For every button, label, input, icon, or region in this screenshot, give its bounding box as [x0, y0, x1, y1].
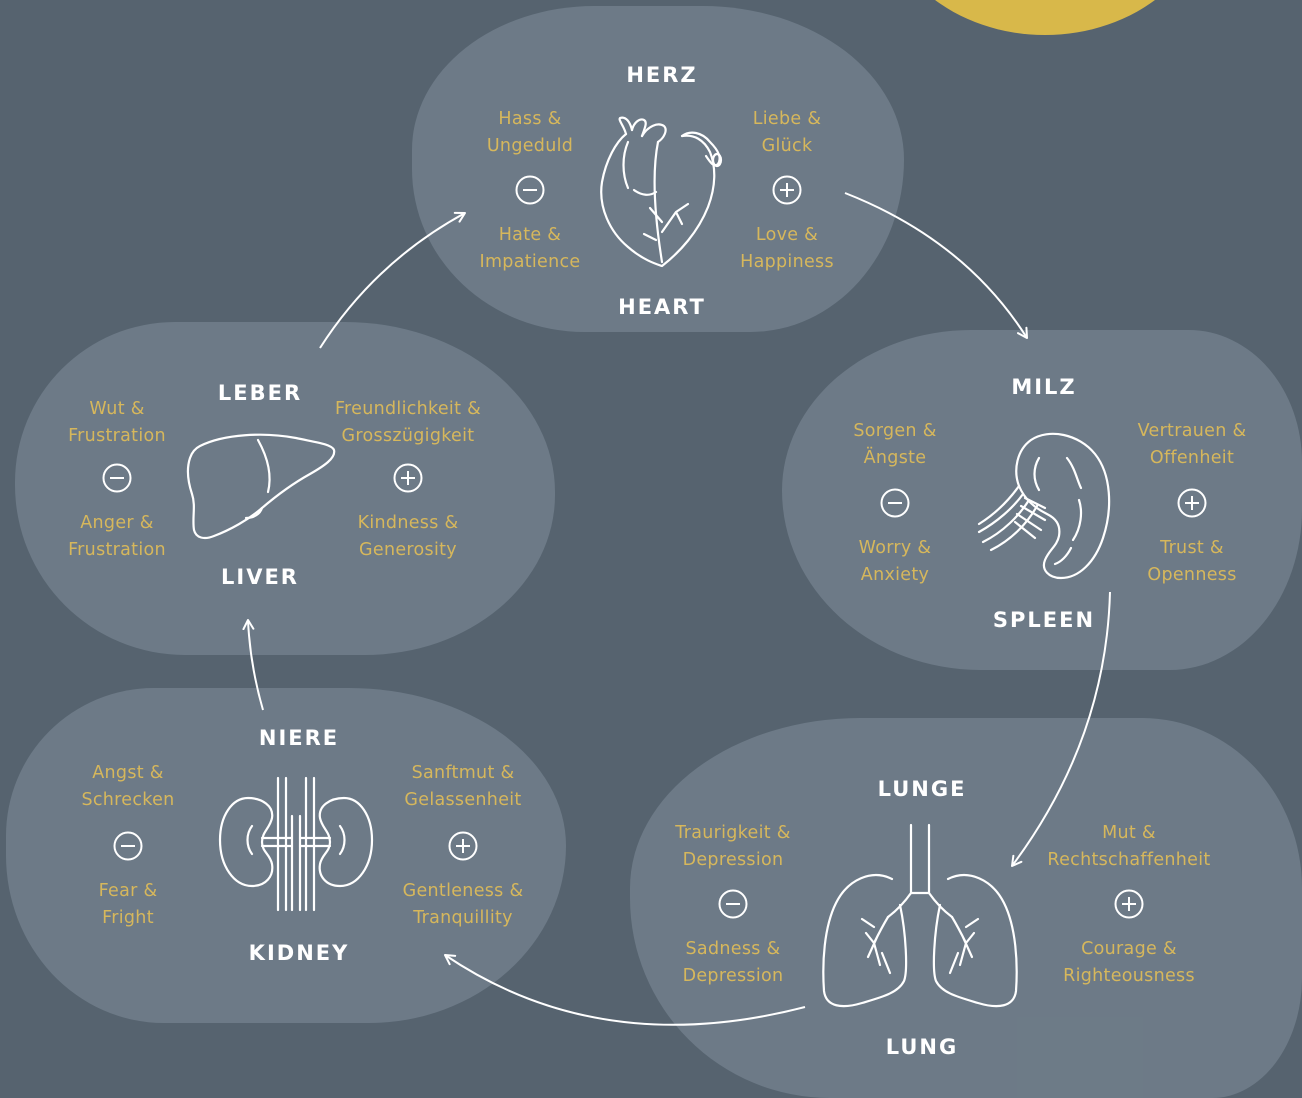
liver-title-en: LIVER: [221, 565, 299, 589]
lung-negative-en: Sadness & Depression: [682, 939, 784, 986]
kidney-title-de: NIERE: [258, 726, 340, 750]
heart-icon: [600, 116, 723, 268]
minus-circle-icon: [515, 175, 545, 205]
spleen-positive-de: Vertrauen & Offenheit: [1137, 421, 1247, 468]
spleen-title-de: MILZ: [1011, 375, 1077, 399]
liver-negative-en: Anger & Frustration: [68, 513, 166, 560]
arrow-kidney-to-liver: [242, 619, 264, 711]
arrow-lung-to-kidney: [444, 954, 806, 1026]
minus-circle-icon: [102, 463, 132, 493]
kidney-icon: [218, 776, 374, 912]
kidney-positive-en: Gentleness & Tranquillity: [402, 881, 524, 928]
spleen-panel: [782, 330, 1302, 670]
liver-title-de: LEBER: [217, 381, 303, 405]
plus-circle-icon: [1177, 488, 1207, 518]
lung-negative-de: Traurigkeit & Depression: [675, 823, 791, 870]
liver-negative-de: Wut & Frustration: [68, 399, 166, 446]
minus-circle-icon: [113, 831, 143, 861]
minus-circle-icon: [880, 488, 910, 518]
kidney-positive-de: Sanftmut & Gelassenheit: [404, 763, 522, 810]
liver-positive-de: Freundlichkeit & Grosszügigkeit: [334, 399, 482, 446]
plus-circle-icon: [393, 463, 423, 493]
arrow-spleen-to-lung: [1011, 591, 1111, 867]
heart-title-en: HEART: [618, 295, 706, 319]
spleen-negative-en: Worry & Anxiety: [858, 538, 932, 585]
liver-icon: [186, 433, 336, 540]
heart-positive-en: Love & Happiness: [740, 225, 834, 272]
kidney-negative-en: Fear & Fright: [98, 881, 158, 928]
lung-icon: [822, 823, 1018, 1008]
arrow-heart-to-spleen: [844, 192, 1028, 339]
lung-title-en: LUNG: [885, 1035, 959, 1059]
heart-panel: [412, 6, 904, 332]
heart-positive-de: Liebe & Glück: [752, 109, 822, 156]
spleen-negative-de: Sorgen & Ängste: [853, 421, 937, 468]
heart-negative-de: Hass & Ungeduld: [486, 109, 574, 156]
arrow-liver-to-heart: [319, 211, 466, 349]
spleen-positive-en: Trust & Openness: [1147, 538, 1237, 585]
kidney-title-en: KIDNEY: [248, 941, 350, 965]
kidney-negative-de: Angst & Schrecken: [81, 763, 175, 810]
heart-title-de: HERZ: [626, 63, 698, 87]
liver-positive-en: Kindness & Generosity: [357, 513, 459, 560]
lung-positive-en: Courage & Righteousness: [1063, 939, 1195, 986]
spleen-title-en: SPLEEN: [992, 608, 1096, 632]
lung-positive-de: Mut & Rechtschaffenheit: [1047, 823, 1211, 870]
liver-panel: [15, 322, 555, 655]
lung-panel: [630, 718, 1302, 1098]
plus-circle-icon: [1114, 889, 1144, 919]
minus-circle-icon: [718, 889, 748, 919]
lung-title-de: LUNGE: [877, 777, 967, 801]
heart-negative-en: Hate & Impatience: [479, 225, 581, 272]
spleen-icon: [977, 432, 1111, 580]
plus-circle-icon: [772, 175, 802, 205]
plus-circle-icon: [448, 831, 478, 861]
